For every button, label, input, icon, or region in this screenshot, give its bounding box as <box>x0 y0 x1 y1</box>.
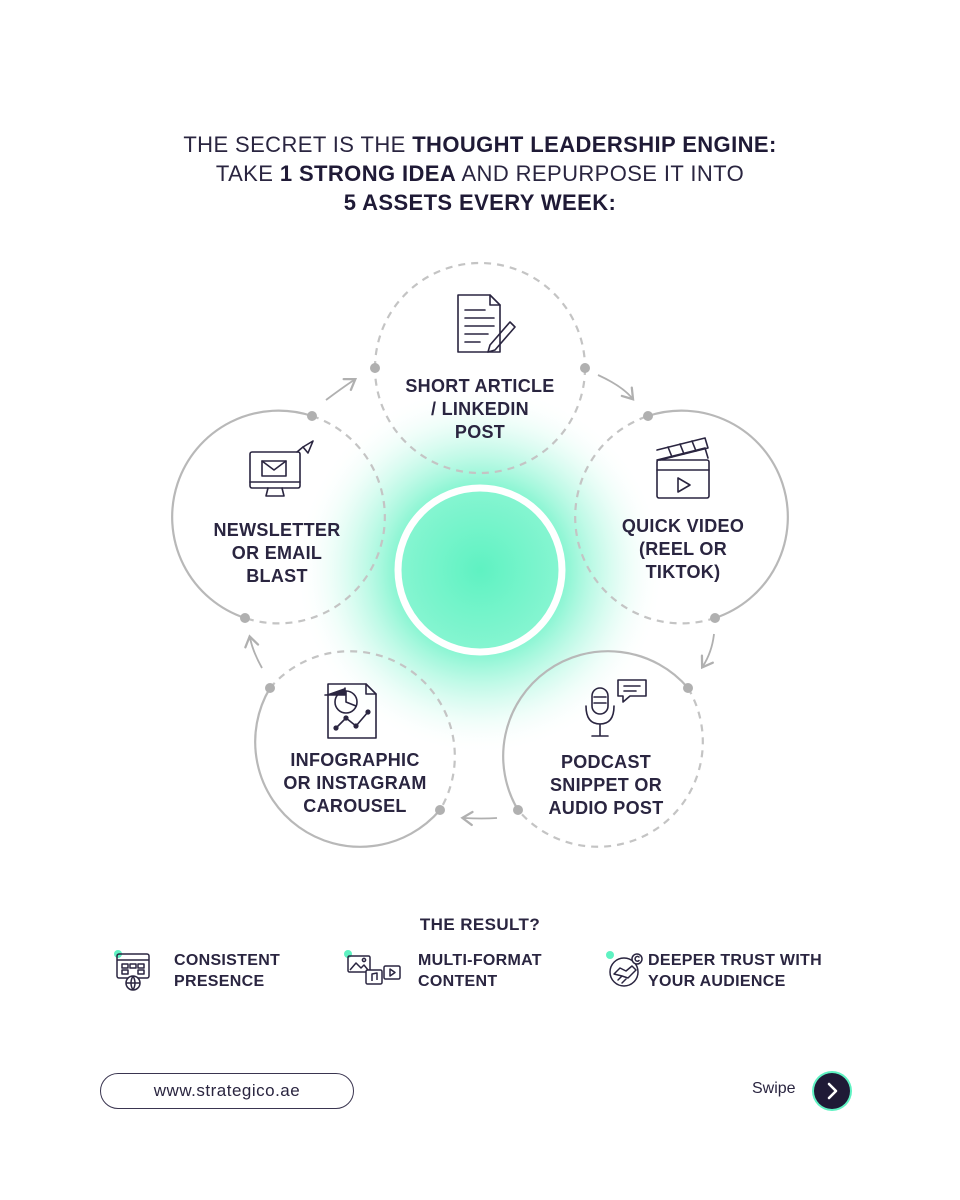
cycle-arrow <box>597 374 635 401</box>
website-link[interactable]: www.strategico.ae <box>100 1073 354 1109</box>
microphone-chat-icon <box>585 679 647 737</box>
node-circle-podcast-solid <box>502 650 689 811</box>
node-label-line: QUICK VIDEO <box>621 516 745 536</box>
headline-line-1: THE SECRET IS THE THOUGHT LEADERSHIP ENG… <box>0 130 960 159</box>
node-label-line: OR INSTAGRAM <box>283 773 427 793</box>
node-video-label: QUICK VIDEO (REEL OR TIKTOK) <box>583 515 783 584</box>
chevron-right-icon <box>827 1082 838 1100</box>
headline-bold: 1 STRONG IDEA <box>279 161 457 186</box>
node-label-line: CAROUSEL <box>303 796 407 816</box>
node-dot <box>307 411 317 421</box>
cycle-arrow <box>700 633 715 670</box>
center-glow <box>295 385 665 755</box>
node-label-line: OR EMAIL <box>231 543 323 563</box>
result-item-line: CONTENT <box>418 973 498 990</box>
monitor-email-icon <box>249 440 314 497</box>
result-item-text: MULTI-FORMAT CONTENT <box>418 950 542 992</box>
media-formats-icon <box>344 950 401 985</box>
engine-cycle-diagram <box>171 261 789 848</box>
swipe-button[interactable] <box>814 1073 850 1109</box>
node-article-label: SHORT ARTICLE / LINKEDIN POST <box>380 375 580 444</box>
result-item-line: DEEPER TRUST WITH <box>648 952 822 969</box>
node-newsletter-label: NEWSLETTER OR EMAIL BLAST <box>177 519 377 588</box>
cycle-arrow <box>460 810 498 827</box>
node-label-line: PODCAST <box>560 752 652 772</box>
node-podcast-label: PODCAST SNIPPET OR AUDIO POST <box>506 751 706 820</box>
headline-text: AND REPURPOSE IT INTO <box>456 161 745 186</box>
result-item-line: PRESENCE <box>174 973 265 990</box>
node-dot <box>643 411 653 421</box>
node-circle-newsletter-solid <box>171 409 313 620</box>
headline-bold: THOUGHT LEADERSHIP ENGINE: <box>412 132 777 157</box>
document-pencil-icon <box>457 294 516 353</box>
swipe-label: Swipe <box>752 1080 796 1097</box>
node-label-line: POST <box>454 422 506 442</box>
node-label-line: NEWSLETTER <box>213 520 341 540</box>
node-infographic-label: INFOGRAPHIC OR INSTAGRAM CAROUSEL <box>255 749 455 818</box>
result-item-line: CONSISTENT <box>174 952 281 969</box>
result-item-line: MULTI-FORMAT <box>418 952 542 969</box>
node-label-line: / LINKEDIN <box>430 399 529 419</box>
result-item-line: YOUR AUDIENCE <box>648 973 786 990</box>
result-title: THE RESULT? <box>419 915 541 934</box>
node-label-line: SHORT ARTICLE <box>405 376 555 396</box>
clapperboard-icon <box>656 437 710 499</box>
headline-text: THE SECRET IS THE <box>183 132 413 157</box>
node-circle-infographic-dashed <box>269 650 456 811</box>
result-item-text: CONSISTENT PRESENCE <box>174 950 280 992</box>
browser-globe-icon <box>114 950 150 991</box>
node-dot <box>265 683 275 693</box>
cycle-arrow <box>325 377 358 401</box>
node-label-line: BLAST <box>246 566 308 586</box>
node-circle-infographic-solid <box>254 687 441 848</box>
node-dot <box>580 363 590 373</box>
headline-line-2: TAKE 1 STRONG IDEA AND REPURPOSE IT INTO <box>0 159 960 188</box>
headline-text: TAKE <box>215 161 280 186</box>
node-label-line: TIKTOK) <box>645 562 721 582</box>
node-label-line: AUDIO POST <box>548 798 664 818</box>
node-dot <box>683 683 693 693</box>
handshake-trust-icon <box>606 951 643 987</box>
node-dot <box>710 613 720 623</box>
node-label-line: SNIPPET OR <box>549 775 663 795</box>
headline-line-3: 5 ASSETS EVERY WEEK: <box>0 188 960 217</box>
headline-bold: 5 ASSETS EVERY WEEK: <box>343 190 617 215</box>
node-dot <box>240 613 250 623</box>
node-dot <box>435 805 445 815</box>
node-label-line: INFOGRAPHIC <box>290 750 420 770</box>
cycle-arrow <box>244 634 263 669</box>
result-item-text: DEEPER TRUST WITH YOUR AUDIENCE <box>648 950 822 992</box>
node-circle-video-solid <box>647 409 789 620</box>
infographic-chart-icon <box>324 683 377 739</box>
node-dot <box>370 363 380 373</box>
node-circle-podcast-dashed <box>517 687 704 848</box>
node-dot <box>513 805 523 815</box>
center-ring <box>394 484 566 656</box>
node-label-line: (REEL OR <box>638 539 728 559</box>
headline: THE SECRET IS THE THOUGHT LEADERSHIP ENG… <box>0 130 960 217</box>
